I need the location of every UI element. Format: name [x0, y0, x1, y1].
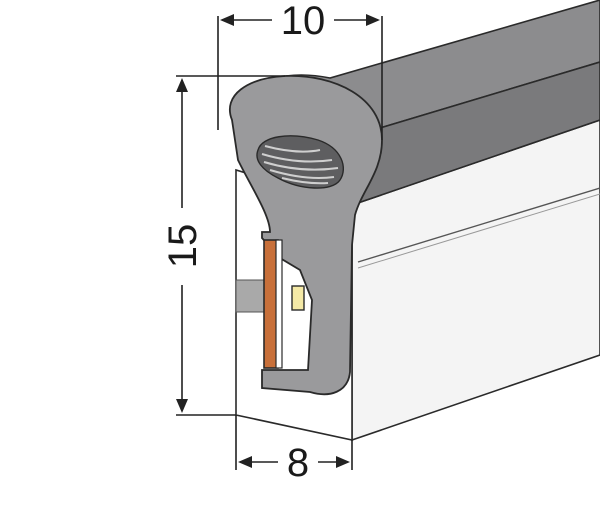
dimension-lines — [176, 16, 383, 470]
body-groove-line — [357, 187, 600, 263]
led-chip — [291, 285, 305, 311]
dimension-height-label: 15 — [161, 224, 205, 269]
wire-channel-hatch — [261, 145, 339, 185]
led-strip-assembly — [235, 239, 305, 369]
arrow-base-right — [336, 456, 350, 468]
dimension-top-width-label: 10 — [281, 0, 326, 43]
arrow-height-bottom — [176, 399, 188, 413]
dimension-base-width-label: 8 — [287, 441, 309, 485]
arrow-top-left — [220, 14, 234, 26]
arrow-base-left — [238, 456, 252, 468]
flexible-strip — [235, 279, 267, 313]
body-groove-line-2 — [357, 193, 600, 269]
pcb-board-edge — [275, 239, 283, 369]
wire-channel — [256, 135, 345, 189]
arrow-top-right — [366, 14, 380, 26]
arrow-height-top — [176, 78, 188, 92]
dimension-arrowheads — [176, 14, 380, 468]
